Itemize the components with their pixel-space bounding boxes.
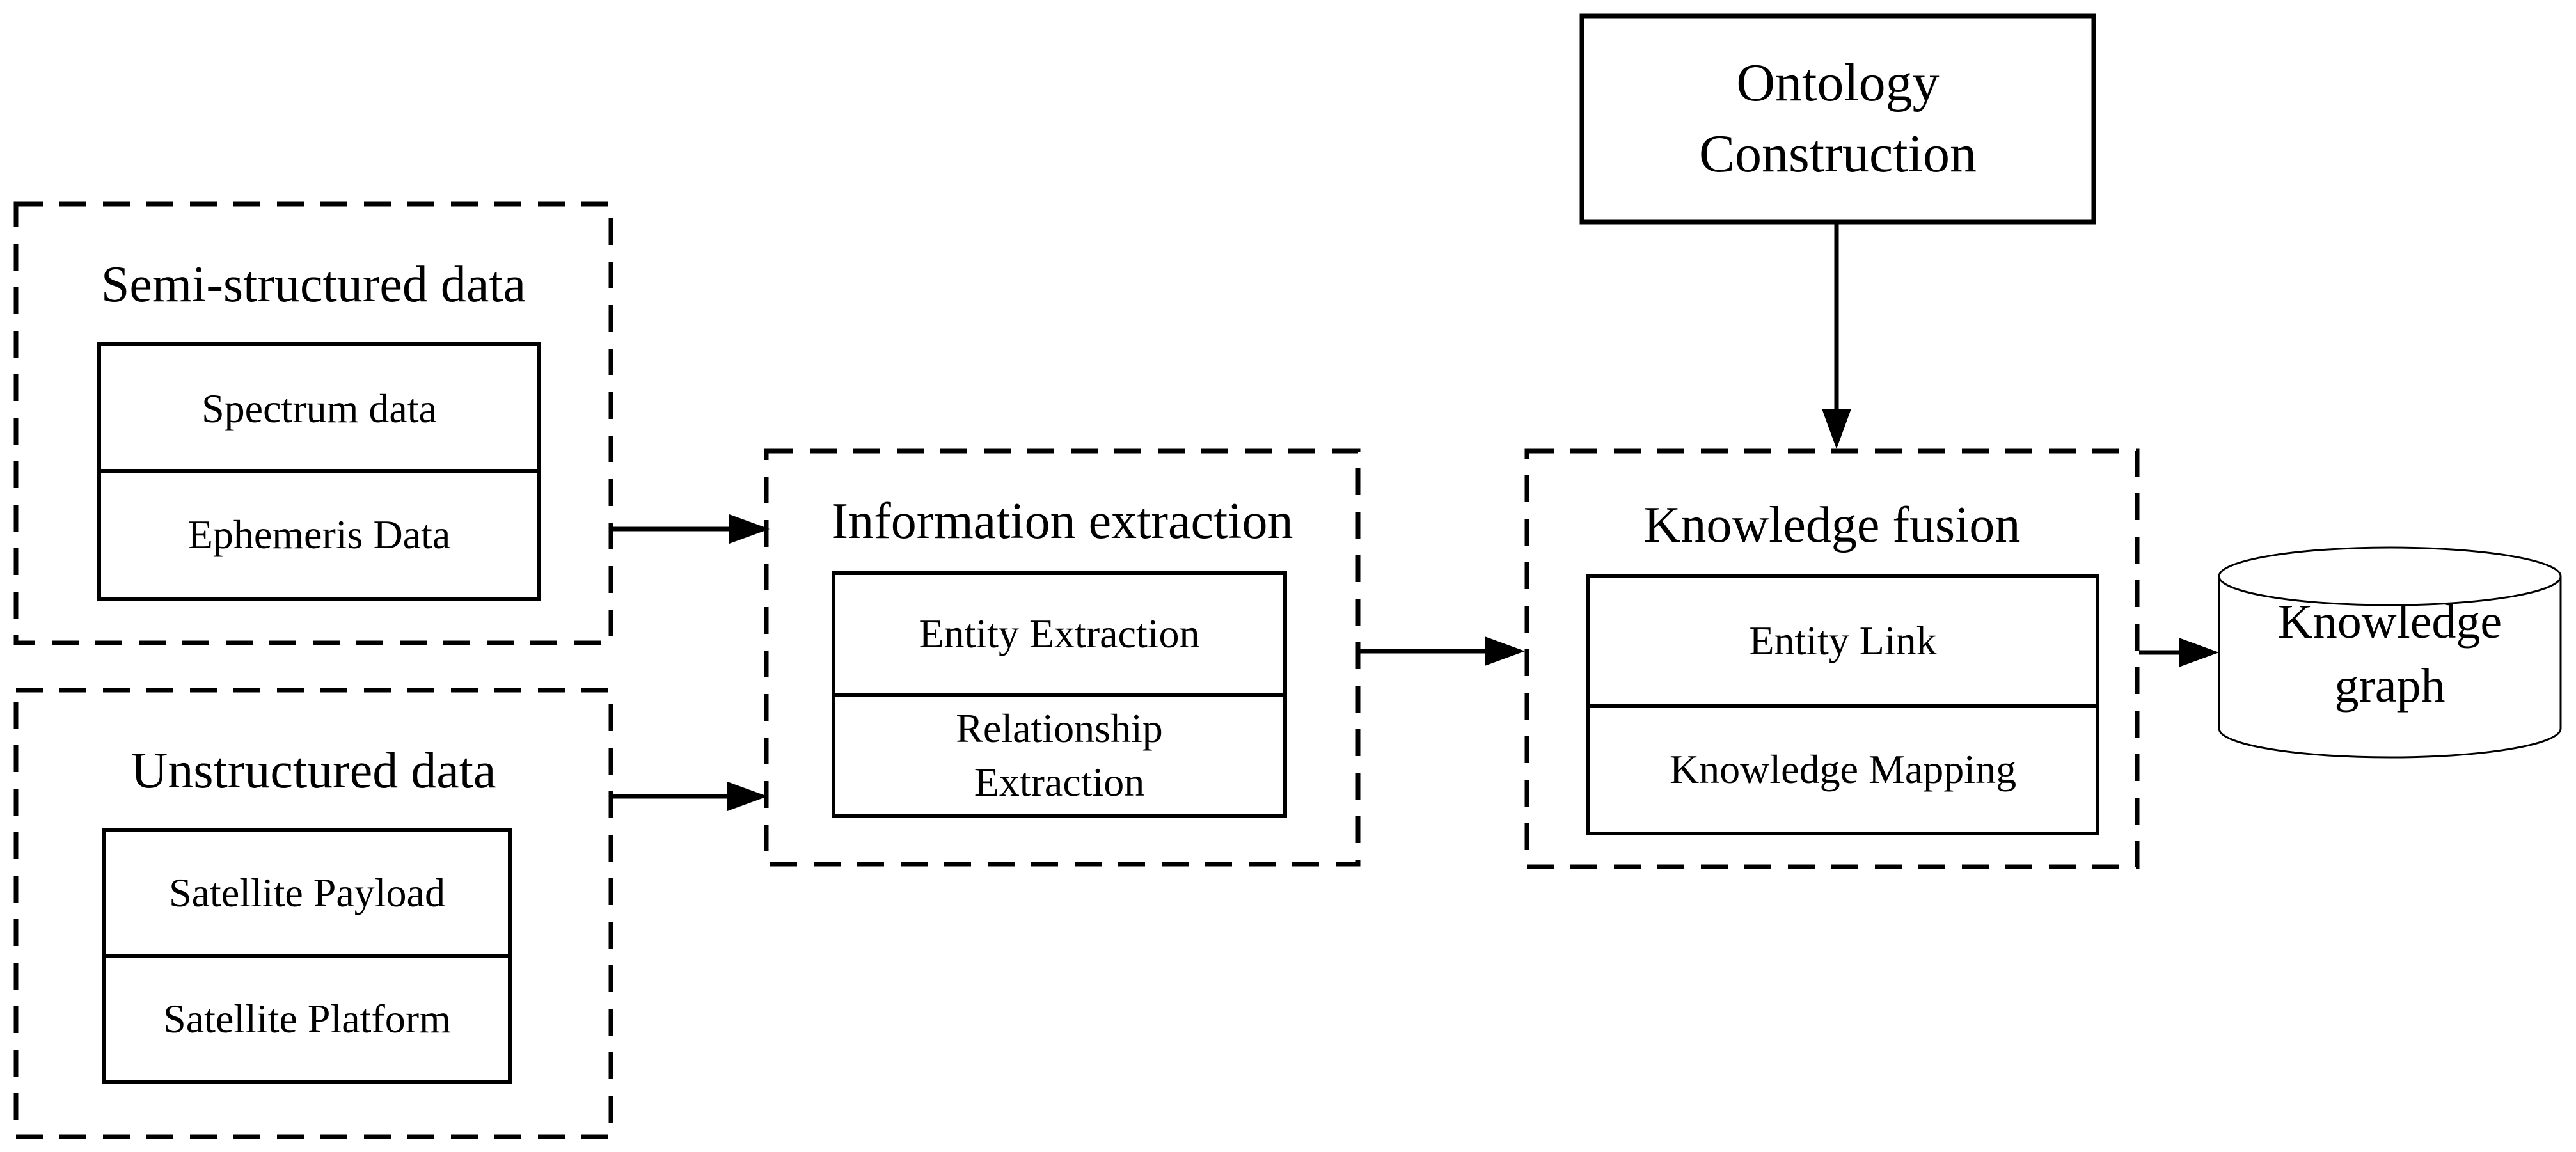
knowledge-fusion-title: Knowledge fusion [1643, 497, 2021, 554]
knowledge-graph-cylinder [2218, 546, 2562, 759]
satellite-table [102, 828, 512, 1084]
extraction-table [832, 571, 1287, 818]
ontology-construction-label: Ontology Construction [1582, 16, 2094, 222]
ontology-construction-text: Ontology Construction [1699, 53, 1977, 184]
arrowhead-icon [727, 782, 768, 811]
relationship-extraction-cell: Relationship Extraction [837, 698, 1281, 812]
arrowhead-icon [2179, 638, 2219, 667]
knowledge-mapping-cell: Knowledge Mapping [1669, 746, 2017, 793]
arrowhead-icon [1485, 636, 1525, 666]
satellite-platform-cell: Satellite Platform [163, 995, 451, 1041]
arrow-unstructured-to-information-extraction [611, 782, 768, 811]
knowledge-graph-text: Knowledge graph [2277, 594, 2502, 713]
arrow-knowledge-fusion-to-knowledge-graph [2139, 638, 2219, 667]
spectrum-data-cell: Spectrum data [201, 385, 437, 431]
cylinder-body [2218, 576, 2562, 759]
satellite-payload-cell: Satellite Payload [169, 869, 445, 915]
information-extraction-box-border [764, 448, 1361, 867]
arrowhead-icon [729, 514, 770, 544]
arrowhead-icon [1822, 409, 1851, 449]
arrow-information-extraction-to-knowledge-fusion [1360, 636, 1525, 666]
arrow-semi-structured-to-information-extraction [613, 514, 770, 544]
fusion-table [1586, 574, 2099, 835]
ontology-construction-box [1579, 13, 2096, 225]
relationship-extraction-text: Relationship Extraction [956, 705, 1163, 805]
semi-structured-title: Semi-structured data [100, 256, 526, 313]
unstructured-title: Unstructured data [130, 743, 496, 800]
information-extraction-title: Information extraction [831, 493, 1293, 550]
semi-structured-box-border [13, 201, 613, 645]
cylinder-top-ellipse [2218, 546, 2562, 606]
entity-extraction-cell: Entity Extraction [919, 610, 1200, 656]
knowledge-fusion-box-border [1524, 448, 2140, 869]
knowledge-graph-label: Knowledge graph [2219, 558, 2561, 750]
arrow-ontology-to-knowledge-fusion [1822, 223, 1851, 449]
ephemeris-data-cell: Ephemeris Data [187, 511, 451, 557]
spectrum-ephemeris-table [97, 342, 541, 601]
entity-link-cell: Entity Link [1749, 618, 1937, 664]
